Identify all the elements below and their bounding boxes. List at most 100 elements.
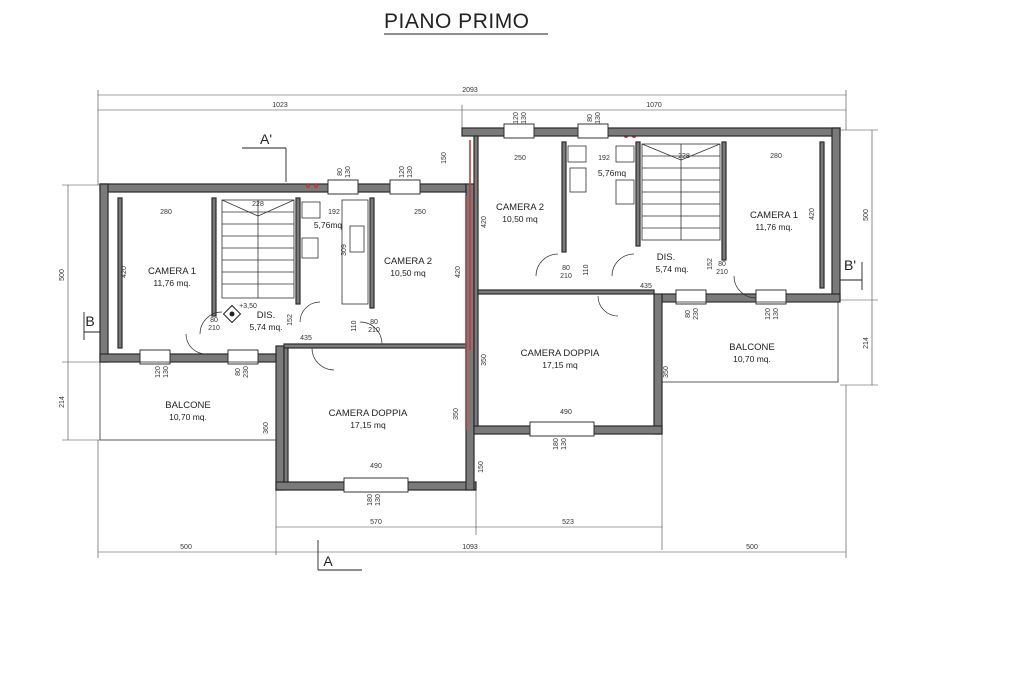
dim-l-110: 110	[351, 320, 358, 331]
dim-l-win2b: 130	[407, 166, 414, 178]
right-camera1-label: CAMERA 1	[750, 210, 798, 221]
left-unit-labels: CAMERA 1 11,76 mq. 5,76mq CAMERA 2 10,50…	[148, 220, 432, 430]
dim-r-door2-80: 80	[718, 261, 726, 268]
section-a-prime: A'	[260, 131, 272, 147]
dim-r-win2: 80	[587, 114, 594, 122]
dim-l-360: 360	[263, 422, 270, 434]
dim-l-192: 192	[328, 209, 340, 216]
dim-bottom-1093: 1093	[462, 544, 478, 551]
right-camera2-label: CAMERA 2	[496, 202, 544, 213]
dim-r-280: 280	[770, 153, 782, 160]
dim-l-win4: 80	[235, 368, 242, 376]
dim-l-win1b: 130	[345, 166, 352, 178]
right-staircase	[641, 143, 721, 241]
dim-523: 523	[562, 519, 574, 526]
internal-dimensions: 280 228 192 250 490 420 420 350 360 435 …	[121, 112, 816, 506]
left-balcone-area: 10,70 mq.	[169, 412, 207, 422]
dim-l-350: 350	[453, 408, 460, 420]
dim-r-250: 250	[514, 155, 526, 162]
level-marker-icon	[222, 304, 242, 324]
left-unit-walls	[99, 183, 477, 491]
dim-150-bottom: 150	[478, 461, 485, 473]
dim-l-490: 490	[370, 463, 382, 470]
dim-l-win1: 80	[337, 168, 344, 176]
dim-r-420a: 420	[481, 216, 488, 228]
left-camera2-label: CAMERA 2	[384, 256, 432, 267]
dim-r-win1b: 130	[521, 112, 528, 124]
dim-l-door-210: 210	[208, 325, 220, 332]
dim-right-214: 214	[863, 337, 870, 349]
right-bath-area: 5,76mq	[598, 168, 627, 178]
dim-left-width: 1023	[272, 102, 288, 109]
dim-r-door-80: 80	[562, 265, 570, 272]
section-b: B	[85, 313, 94, 329]
dim-150-top: 150	[441, 152, 448, 164]
dim-r-win4b: 130	[773, 308, 780, 320]
right-bath-fixtures	[567, 145, 635, 205]
left-bath-area: 5,76mq	[314, 220, 343, 230]
dim-l-door2-80: 80	[370, 319, 378, 326]
left-bath-fixtures	[301, 199, 369, 305]
dim-l-435: 435	[300, 335, 312, 342]
dim-l-win5b: 130	[375, 494, 382, 506]
left-windows	[139, 179, 421, 493]
red-marks	[306, 134, 636, 430]
right-camera2-area: 10,50 mq	[502, 214, 538, 224]
dim-l-win2: 120	[399, 166, 406, 178]
dim-right-500: 500	[863, 209, 870, 221]
dim-r-door2-210: 210	[716, 269, 728, 276]
left-camera-doppia-label: CAMERA DOPPIA	[329, 408, 408, 419]
left-camera1-area: 11,76 mq.	[153, 278, 190, 288]
right-dimensions: 500 214	[840, 129, 878, 386]
right-balcone-area: 10,70 mq.	[733, 354, 771, 364]
bottom-dimensions: 570 523 500 1093 500 150	[97, 385, 847, 558]
left-doors	[185, 301, 383, 371]
dim-r-490: 490	[560, 409, 572, 416]
right-camera-doppia-label: CAMERA DOPPIA	[521, 348, 600, 359]
right-camera-doppia-area: 17,15 mq	[542, 360, 578, 370]
left-dis-area: 5,74 mq.	[249, 322, 282, 332]
dim-l-309: 309	[341, 244, 348, 256]
dim-r-360: 350	[663, 366, 670, 378]
right-dis-label: DIS.	[657, 252, 675, 263]
dim-left-214: 214	[59, 396, 66, 408]
dim-bottom-right-500: 500	[746, 544, 758, 551]
dim-r-win3b: 230	[693, 308, 700, 320]
dim-l-win3b: 130	[163, 366, 170, 378]
dim-r-win1: 120	[513, 112, 520, 124]
left-camera1-label: CAMERA 1	[148, 266, 196, 277]
right-unit-walls	[461, 127, 841, 435]
dim-r-win4: 120	[765, 308, 772, 320]
dim-r-win5b: 130	[561, 438, 568, 450]
right-camera1-area: 11,76 mq.	[755, 222, 792, 232]
left-level: +3,50	[239, 303, 257, 310]
balconies	[99, 301, 839, 441]
dim-570: 570	[370, 519, 382, 526]
right-windows	[503, 123, 787, 437]
dim-l-280: 280	[160, 209, 172, 216]
dim-r-228: 228	[678, 153, 690, 160]
left-camera2-area: 10,50 mq	[390, 268, 426, 278]
dim-r-192: 192	[598, 155, 610, 162]
dim-r-door-210: 210	[560, 273, 572, 280]
dim-r-110: 110	[583, 264, 590, 275]
dim-l-152: 152	[287, 314, 294, 326]
dim-r-420b: 420	[809, 208, 816, 220]
dim-right-width: 1070	[646, 102, 662, 109]
left-balcone-label: BALCONE	[165, 400, 210, 411]
left-dimensions: 500 214	[59, 184, 100, 441]
dim-l-420b: 420	[455, 266, 462, 278]
section-b-prime: B'	[844, 257, 856, 273]
dim-left-500: 500	[59, 269, 66, 281]
dim-l-win4b: 230	[243, 366, 250, 378]
right-unit-labels: CAMERA 2 10,50 mq 5,76mq DIS. 5,74 mq. C…	[496, 168, 798, 370]
dim-l-win3: 120	[155, 366, 162, 378]
left-camera-doppia-area: 17,15 mq	[350, 420, 386, 430]
dim-bottom-left-500: 500	[180, 544, 192, 551]
dim-l-win5: 180	[367, 494, 374, 506]
dim-l-420a: 420	[121, 266, 128, 278]
right-doors	[535, 253, 757, 317]
dim-total-width: 2093	[462, 87, 478, 94]
dim-r-win5: 180	[553, 438, 560, 450]
